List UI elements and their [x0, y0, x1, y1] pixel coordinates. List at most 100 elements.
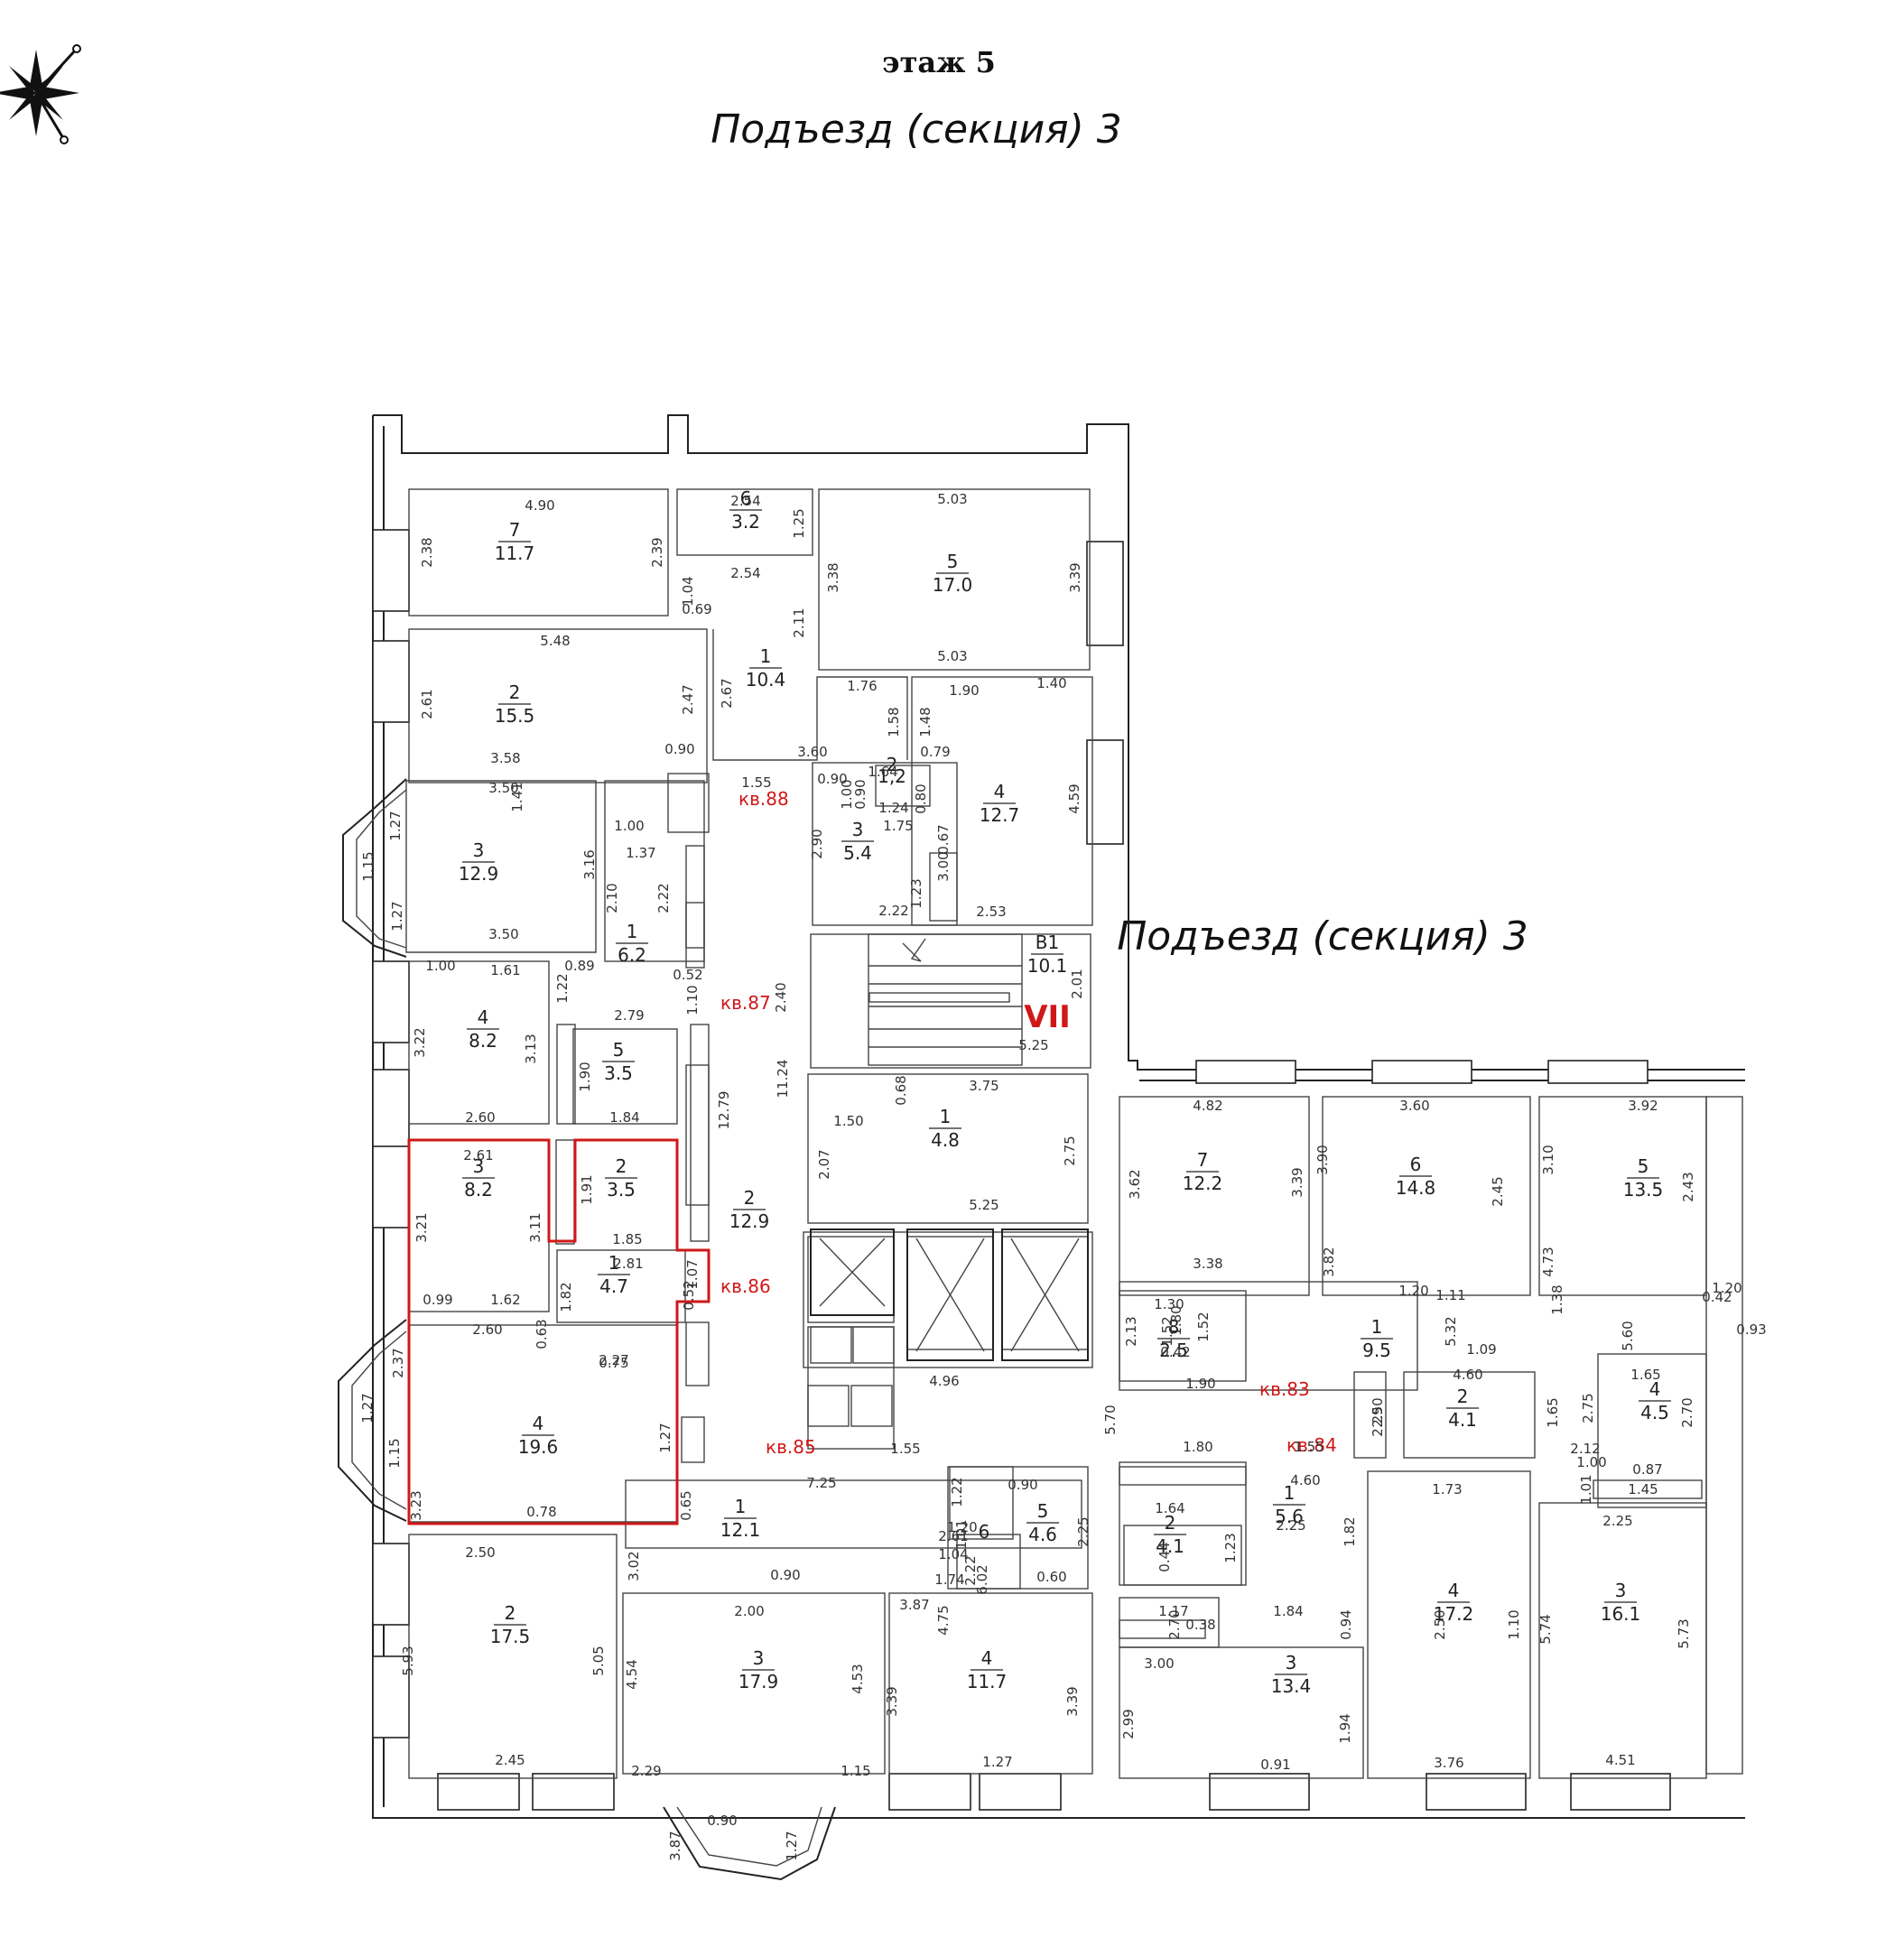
dimension-label: 4.59 [1066, 783, 1082, 813]
dimension-label: 0.42 [1702, 1289, 1732, 1305]
svg-text:1: 1 [1371, 1316, 1383, 1338]
staircase [868, 933, 1023, 1066]
svg-text:5.4: 5.4 [843, 842, 872, 864]
dimension-label: 3.76 [1434, 1755, 1463, 1771]
dimension-label: 5.60 [1620, 1321, 1636, 1350]
dimension-label: 3.00 [1144, 1655, 1174, 1672]
dimension-label: 2.81 [613, 1256, 643, 1272]
dimension-label: 1.38 [1549, 1284, 1565, 1314]
dimension-label: 1.17 [1158, 1603, 1188, 1619]
dimension-label: 1.52 [1195, 1312, 1212, 1341]
window-group-left [372, 529, 1671, 1811]
room-label: 419.6 [518, 1413, 559, 1458]
dimension-label: 2.99 [1120, 1709, 1137, 1738]
dimension-label: 2.50 [1370, 1397, 1386, 1427]
dimension-label: 3.22 [412, 1027, 428, 1057]
svg-text:4.1: 4.1 [1448, 1409, 1477, 1431]
room-label: 411.7 [967, 1647, 1008, 1692]
dimension-label: 1.27 [657, 1423, 673, 1452]
bay-window-bottom [663, 1806, 836, 1881]
dimension-label: 1.20 [1398, 1283, 1428, 1299]
dimension-label: 1.58 [886, 707, 902, 737]
dimension-label: 3.50 [488, 780, 518, 796]
dimension-label: 1.15 [841, 1763, 870, 1779]
elevator-shafts [810, 1228, 1089, 1364]
dimension-label: 1.15 [386, 1438, 403, 1468]
dimension-label: 1.24 [878, 800, 908, 816]
svg-text:4.5: 4.5 [1640, 1402, 1669, 1423]
dimension-label: 2.11 [791, 607, 807, 637]
svg-text:5.6: 5.6 [1275, 1506, 1304, 1527]
svg-text:13.5: 13.5 [1623, 1179, 1664, 1201]
dimension-label: 2.25 [1075, 1516, 1091, 1546]
svg-text:13.4: 13.4 [1271, 1675, 1312, 1697]
svg-text:4.7: 4.7 [599, 1275, 628, 1297]
dimension-label: 2.29 [1370, 1406, 1386, 1436]
svg-text:5: 5 [613, 1039, 625, 1061]
room-label: 1,2 [878, 765, 906, 787]
room-label: 316.1 [1601, 1580, 1641, 1625]
stair-label: VII [1024, 999, 1071, 1035]
svg-text:12.7: 12.7 [980, 804, 1020, 826]
dimension-label: 0.89 [564, 958, 594, 974]
apartment-label-a86: кв.86 [720, 1275, 771, 1297]
svg-text:1: 1 [608, 1252, 620, 1274]
svg-text:11.7: 11.7 [495, 542, 535, 564]
dimension-label: 1.09 [1466, 1341, 1496, 1358]
dimension-label: 2.45 [1490, 1176, 1506, 1206]
dimension-label: 0.91 [1260, 1757, 1290, 1773]
room-label: 82.5 [1157, 1316, 1190, 1361]
svg-text:1: 1 [627, 921, 638, 942]
svg-text:16.1: 16.1 [1601, 1603, 1641, 1625]
dimension-label: 2.54 [730, 565, 760, 581]
dimension-label: 1.23 [908, 878, 924, 908]
room-label: 54.6 [1026, 1500, 1059, 1545]
compass-rose-icon [0, 44, 81, 144]
dimension-label: 0.78 [526, 1504, 556, 1520]
dimension-label: 1.55 [741, 774, 771, 791]
dimension-label: 3.38 [825, 562, 841, 592]
dimension-label: 1.62 [490, 1292, 520, 1308]
bay-window-upper [342, 778, 407, 958]
dimension-label: 1.07 [684, 1259, 701, 1289]
room-label: 2 [887, 754, 898, 775]
dimension-label: 3.39 [1289, 1167, 1305, 1197]
dimension-label: 1.94 [1337, 1713, 1353, 1743]
dimension-label: 2.10 [604, 883, 620, 913]
dimension-label: 4.82 [1193, 1098, 1222, 1114]
svg-text:3.5: 3.5 [604, 1062, 633, 1084]
svg-text:6: 6 [979, 1521, 990, 1543]
svg-text:5: 5 [947, 551, 959, 572]
svg-text:2: 2 [616, 1155, 627, 1177]
dimension-label: 4.73 [1540, 1247, 1556, 1276]
svg-text:4.1: 4.1 [1156, 1535, 1184, 1557]
dimension-label: 3.60 [797, 744, 827, 760]
dimension-label: 1.04 [938, 1546, 968, 1562]
room-label: 16.2 [616, 921, 648, 966]
dimension-label: 3.11 [527, 1212, 543, 1242]
dimension-label: 1.65 [1630, 1367, 1660, 1383]
dimension-label: 2.22 [878, 903, 908, 919]
dimension-label: 1.74 [934, 1572, 964, 1588]
dimension-label: 2.01 [1069, 969, 1085, 998]
section-label-right: Подъезд (секция) 3 [1117, 913, 1528, 960]
room-label: 15.6 [1273, 1482, 1305, 1527]
dimension-label: 4.60 [1453, 1367, 1482, 1383]
dimension-label: 1.85 [612, 1231, 642, 1247]
dimension-label: 2.12 [1570, 1441, 1600, 1457]
room-label: 19.5 [1361, 1316, 1393, 1361]
dimension-label: 1.27 [359, 1393, 376, 1423]
dimension-label: 0.90 [817, 771, 847, 787]
svg-text:4: 4 [1649, 1378, 1661, 1400]
dimension-label: 2.61 [938, 1528, 968, 1544]
dimension-label: 0.93 [1736, 1321, 1766, 1338]
svg-text:12.2: 12.2 [1183, 1173, 1223, 1194]
dimension-label: 1.55 [1294, 1439, 1324, 1455]
dimension-label: 0.90 [707, 1813, 737, 1829]
dimension-label: 2.40 [773, 982, 789, 1012]
dimension-label: 2.39 [649, 537, 665, 567]
room-label: 48.2 [467, 1006, 499, 1052]
dimension-label: 1.10 [1506, 1609, 1522, 1639]
